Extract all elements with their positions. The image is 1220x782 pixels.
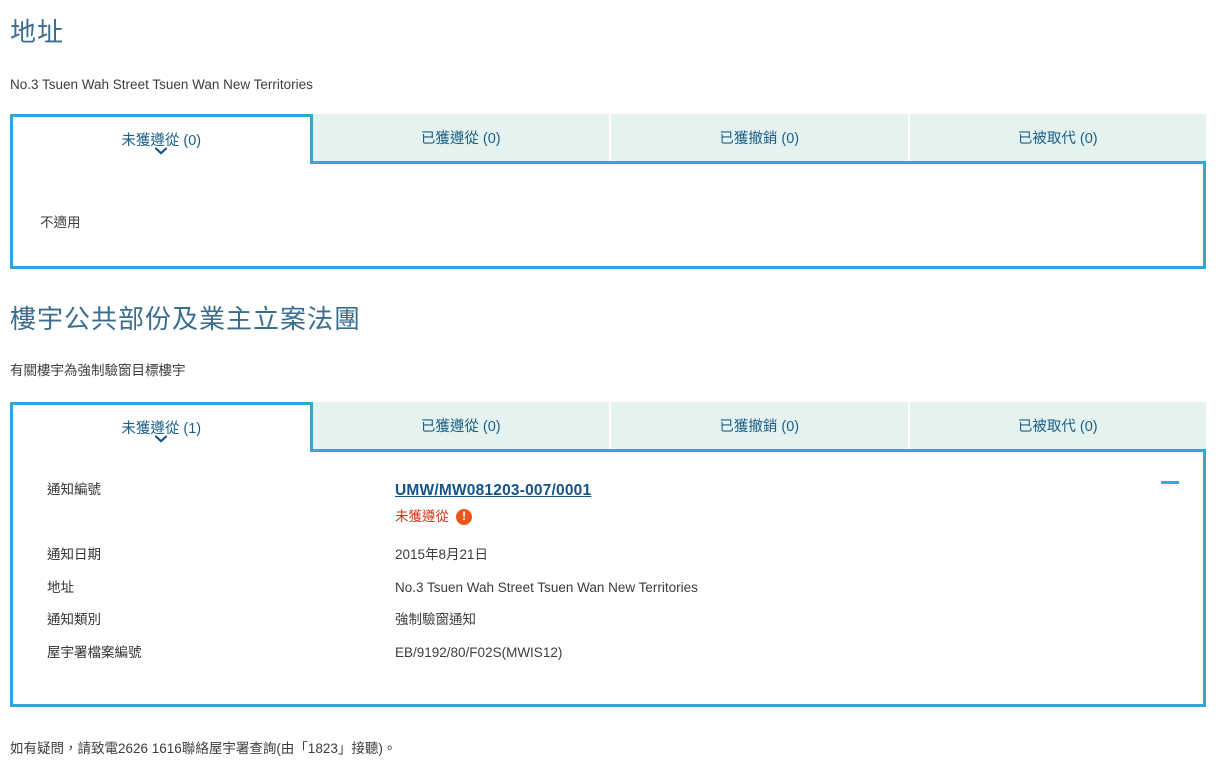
tab-label: 未獲遵從 (0) (121, 133, 202, 149)
tab-label: 已被取代 (0) (1017, 131, 1098, 147)
tab-label: 已獲遵從 (0) (420, 131, 501, 147)
row-label: 地址 (47, 579, 74, 595)
section-1-heading: 地址 (10, 17, 65, 47)
status-badge: 未獲遵從 ! (395, 507, 1203, 527)
tab-withdrawn-section-2[interactable]: 已獲撤銷 (0) (611, 402, 910, 449)
section-2-tab-bar: 未獲遵從 (1) 已獲遵從 (0) 已獲撤銷 (0) 已被取代 (0) (10, 402, 1206, 452)
row-address: 地址 No.3 Tsuen Wah Street Tsuen Wan New T… (13, 578, 1203, 598)
row-notice-number: 通知編號 UMW/MW081203-007/0001 未獲遵從 ! (13, 480, 1203, 527)
section-1-subtitle: No.3 Tsuen Wah Street Tsuen Wan New Terr… (10, 77, 313, 92)
row-value: UMW/MW081203-007/0001 未獲遵從 ! (395, 480, 1203, 527)
chevron-down-icon (155, 147, 168, 155)
section-1-tab-bar: 未獲遵從 (0) 已獲遵從 (0) 已獲撤銷 (0) 已被取代 (0) (10, 114, 1206, 164)
tab-superseded-section-1[interactable]: 已被取代 (0) (909, 114, 1206, 161)
tab-label: 已獲撤銷 (0) (719, 131, 800, 147)
row-value: 2015年8月21日 (395, 547, 489, 563)
notice-record: 通知編號 UMW/MW081203-007/0001 未獲遵從 ! 通知日期 2… (13, 452, 1203, 662)
tab-non-compliance-section-1[interactable]: 未獲遵從 (0) (10, 114, 313, 164)
tab-label: 已獲撤銷 (0) (719, 419, 800, 435)
row-value: EB/9192/80/F02S(MWIS12) (395, 644, 563, 660)
section-2-heading: 樓宇公共部份及業主立案法團 (10, 304, 362, 334)
status-text: 未獲遵從 (395, 509, 449, 525)
section-1-panel: 不適用 (10, 161, 1206, 269)
tab-non-compliance-section-2[interactable]: 未獲遵從 (1) (10, 402, 313, 452)
section-2-subtitle: 有關樓宇為強制驗窗目標樓宇 (10, 363, 186, 378)
notice-number-link[interactable]: UMW/MW081203-007/0001 (395, 482, 592, 499)
tab-complied-section-1[interactable]: 已獲遵從 (0) (312, 114, 611, 161)
minus-bar (1161, 480, 1179, 484)
warning-exclamation-icon: ! (456, 509, 472, 526)
section-1-empty-text: 不適用 (40, 215, 81, 230)
row-file-number: 屋宇署檔案編號 EB/9192/80/F02S(MWIS12) (13, 643, 1203, 663)
row-label: 通知類別 (47, 612, 101, 628)
row-value: No.3 Tsuen Wah Street Tsuen Wan New Terr… (395, 579, 698, 595)
row-notice-date: 通知日期 2015年8月21日 (13, 545, 1203, 565)
row-label: 屋宇署檔案編號 (47, 644, 142, 660)
chevron-down-icon (155, 435, 168, 443)
tab-complied-section-2[interactable]: 已獲遵從 (0) (312, 402, 611, 449)
row-label: 通知編號 (47, 482, 101, 497)
section-2-panel: 通知編號 UMW/MW081203-007/0001 未獲遵從 ! 通知日期 2… (10, 449, 1206, 707)
tab-label: 已被取代 (0) (1017, 419, 1098, 435)
row-notice-type: 通知類別 強制驗窗通知 (13, 610, 1203, 630)
tab-label: 已獲遵從 (0) (420, 419, 501, 435)
row-label: 通知日期 (47, 547, 101, 563)
tab-label: 未獲遵從 (1) (121, 421, 202, 437)
tab-withdrawn-section-1[interactable]: 已獲撤銷 (0) (611, 114, 910, 161)
footer-note: 如有疑問，請致電2626 1616聯絡屋宇署查詢(由「1823」接聽)。 (10, 741, 397, 756)
minus-collapse-icon[interactable] (1159, 471, 1181, 493)
row-value: 強制驗窗通知 (395, 612, 476, 628)
tab-superseded-section-2[interactable]: 已被取代 (0) (909, 402, 1206, 449)
